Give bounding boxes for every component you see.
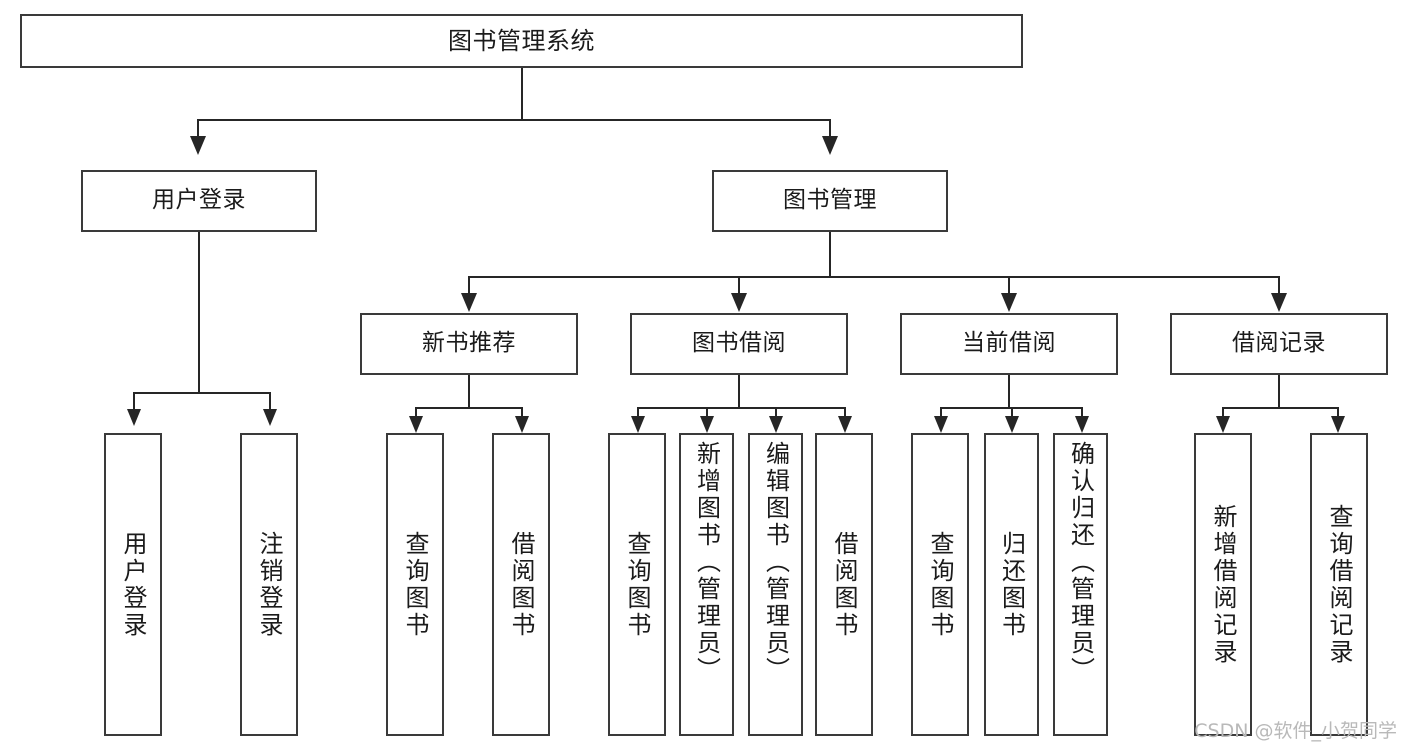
node-new-book-recommend[interactable]: 新书推荐	[360, 313, 578, 375]
node-label: 借阅图书	[830, 530, 858, 639]
node-root-book-management-system[interactable]: 图书管理系统	[20, 14, 1023, 68]
connector-root-to-book-management	[829, 119, 831, 137]
connector-cb-to-leaf-0	[940, 407, 942, 418]
leaf-borrow-record-add-record[interactable]: 新增借阅记录	[1194, 433, 1252, 736]
node-user-login[interactable]: 用户登录	[81, 170, 317, 232]
connector-book-borrow-bus	[637, 407, 845, 409]
arrow-nb-to-leaf-1	[515, 416, 529, 433]
leaf-current-borrow-return-book[interactable]: 归还图书	[984, 433, 1039, 736]
arrow-bb-to-leaf-3	[838, 416, 852, 433]
arrow-bb-to-leaf-2	[769, 416, 783, 433]
connector-current-borrow-stem	[1008, 375, 1010, 408]
connector-user-login-to-leaf-1	[269, 392, 271, 410]
node-label: 新增借阅记录	[1209, 503, 1237, 666]
connector-book-management-stem	[829, 232, 831, 277]
arrow-nb-to-leaf-0	[409, 416, 423, 433]
connector-borrow-record-bus	[1222, 407, 1339, 409]
node-label: 查询图书	[401, 530, 429, 639]
connector-br-to-leaf-1	[1337, 407, 1339, 418]
watermark-text: CSDN @软件_小贺同学	[1194, 720, 1397, 742]
node-label: 查询图书	[623, 530, 651, 639]
connector-bb-to-leaf-3	[844, 407, 846, 418]
connector-root-to-user-login	[197, 119, 199, 137]
leaf-current-borrow-query-book[interactable]: 查询图书	[911, 433, 969, 736]
node-label: 查询图书	[926, 530, 954, 639]
node-borrow-record[interactable]: 借阅记录	[1170, 313, 1388, 375]
connector-book-management-bus	[468, 276, 1280, 278]
connector-new-book-bus	[415, 407, 523, 409]
connector-bm-to-book-borrow	[738, 276, 740, 294]
arrow-root-to-user-login	[190, 136, 206, 155]
leaf-user-login-logout[interactable]: 注销登录	[240, 433, 298, 736]
node-label: 借阅图书	[507, 530, 535, 639]
connector-bb-to-leaf-1	[706, 407, 708, 418]
leaf-new-book-borrow-book[interactable]: 借阅图书	[492, 433, 550, 736]
node-current-borrow[interactable]: 当前借阅	[900, 313, 1118, 375]
connector-user-login-bus	[133, 392, 270, 394]
arrow-bm-to-borrow-record	[1271, 293, 1287, 312]
connector-bb-to-leaf-0	[637, 407, 639, 418]
node-label: 借阅记录	[1232, 330, 1326, 357]
node-label: 图书管理系统	[448, 26, 595, 55]
arrow-bb-to-leaf-1	[700, 416, 714, 433]
arrow-br-to-leaf-1	[1331, 416, 1345, 433]
connector-book-borrow-stem	[738, 375, 740, 408]
arrow-cb-to-leaf-1	[1005, 416, 1019, 433]
node-label: 图书管理	[783, 187, 877, 214]
connector-nb-to-leaf-1	[521, 407, 523, 418]
connector-nb-to-leaf-0	[415, 407, 417, 418]
node-label: 确认归还（管理员）	[1066, 441, 1095, 684]
arrow-user-login-to-leaf-0	[127, 409, 141, 426]
connector-bm-to-borrow-record	[1278, 276, 1280, 294]
node-label: 用户登录	[119, 530, 147, 639]
node-book-management[interactable]: 图书管理	[712, 170, 948, 232]
leaf-book-borrow-query-book[interactable]: 查询图书	[608, 433, 666, 736]
node-label: 新书推荐	[422, 330, 516, 357]
connector-user-login-to-leaf-0	[133, 392, 135, 410]
node-label: 用户登录	[152, 187, 246, 214]
node-label: 归还图书	[997, 530, 1026, 639]
node-label: 编辑图书（管理员）	[761, 441, 790, 684]
connector-root-bus	[197, 119, 831, 121]
connector-root-stem	[521, 68, 523, 120]
arrow-bm-to-current-borrow	[1001, 293, 1017, 312]
arrow-bm-to-book-borrow	[731, 293, 747, 312]
leaf-borrow-record-query-record[interactable]: 查询借阅记录	[1310, 433, 1368, 736]
leaf-new-book-query-book[interactable]: 查询图书	[386, 433, 444, 736]
node-book-borrow[interactable]: 图书借阅	[630, 313, 848, 375]
leaf-user-login-login[interactable]: 用户登录	[104, 433, 162, 736]
connector-new-book-stem	[468, 375, 470, 408]
connector-br-to-leaf-0	[1222, 407, 1224, 418]
leaf-current-borrow-confirm-return-admin[interactable]: 确认归还（管理员）	[1053, 433, 1108, 736]
node-label: 注销登录	[255, 530, 283, 639]
arrow-root-to-book-management	[822, 136, 838, 155]
connector-bm-to-new-book	[468, 276, 470, 294]
leaf-book-borrow-edit-book-admin[interactable]: 编辑图书（管理员）	[748, 433, 803, 736]
arrow-bm-to-new-book	[461, 293, 477, 312]
leaf-book-borrow-add-book-admin[interactable]: 新增图书（管理员）	[679, 433, 734, 736]
arrow-br-to-leaf-0	[1216, 416, 1230, 433]
connector-cb-to-leaf-2	[1081, 407, 1083, 418]
connector-borrow-record-stem	[1278, 375, 1280, 408]
connector-bm-to-current-borrow	[1008, 276, 1010, 294]
connector-bb-to-leaf-2	[775, 407, 777, 418]
arrow-bb-to-leaf-0	[631, 416, 645, 433]
arrow-user-login-to-leaf-1	[263, 409, 277, 426]
node-label: 当前借阅	[962, 330, 1056, 357]
arrow-cb-to-leaf-2	[1075, 416, 1089, 433]
node-label: 查询借阅记录	[1325, 503, 1353, 666]
connector-user-login-stem	[198, 232, 200, 393]
node-label: 新增图书（管理员）	[692, 441, 721, 684]
arrow-cb-to-leaf-0	[934, 416, 948, 433]
node-label: 图书借阅	[692, 330, 786, 357]
leaf-book-borrow-borrow-book[interactable]: 借阅图书	[815, 433, 873, 736]
connector-cb-to-leaf-1	[1011, 407, 1013, 418]
